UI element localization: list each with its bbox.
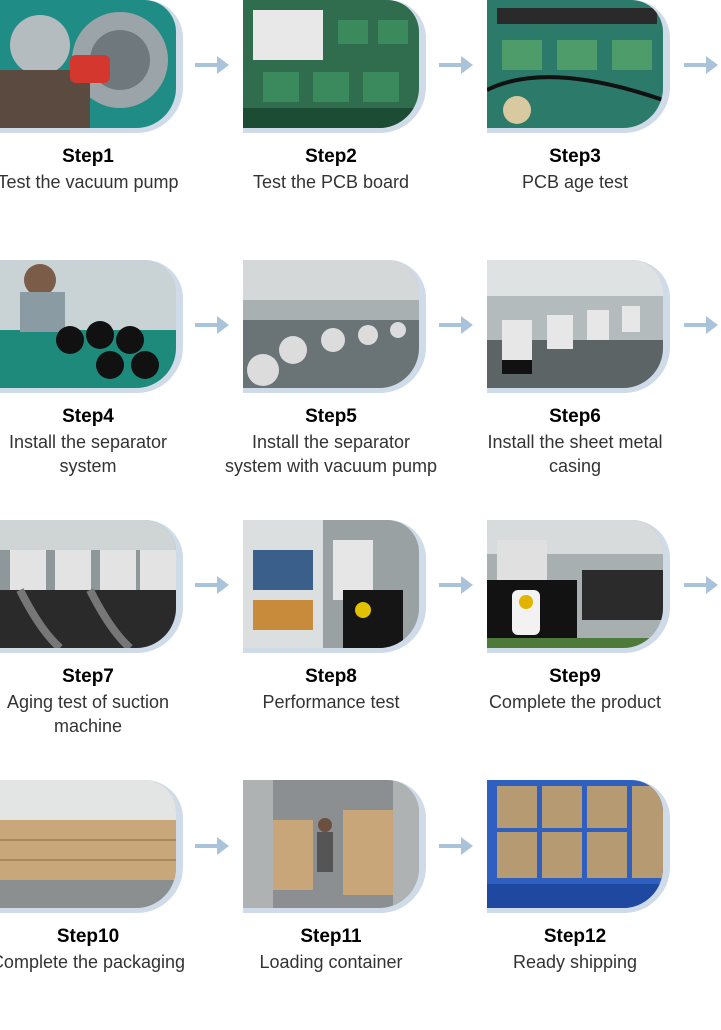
separator-vacuum-pump-photo [243,260,419,388]
step-card-3: Step3 PCB age test [487,0,721,250]
step-description: Test the PCB board [252,172,410,192]
step-description: Performance test [262,692,400,712]
step-description: Aging test of suction machine [6,692,170,736]
arrow-right-icon [439,56,473,74]
step-card-6: Step6 Install the sheet metal casing [487,260,721,510]
step-card-1: Step1 Test the vacuum pump [0,0,240,250]
pcb-age-test-photo [487,0,663,128]
sheet-metal-casing-photo [487,260,663,388]
step-card-7: Step7 Aging test of suction machine [0,520,240,770]
step-title: Step11 [300,926,362,947]
step-description: Install the separator system [8,432,168,476]
loading-container-photo [243,780,419,908]
step-description: Install the separator system with vacuum… [224,432,438,476]
step-description: Complete the packaging [0,952,186,972]
ready-shipping-photo [487,780,663,908]
packaging-photo [0,780,176,908]
step-description: Ready shipping [512,952,638,972]
arrow-right-icon [195,837,229,855]
pcb-board-test-photo [243,0,419,128]
aging-test-photo [0,520,176,648]
step-title: Step1 [62,146,114,167]
step-card-9: Step9 Complete the product [487,520,721,770]
performance-test-photo [243,520,419,648]
step-description: Complete the product [488,692,662,712]
step-card-8: Step8 Performance test [243,520,483,770]
step-title: Step3 [549,146,601,167]
step-card-5: Step5 Install the separator system with … [225,260,483,510]
step-title: Step8 [305,666,357,687]
step-card-11: Step11 Loading container [243,780,483,1030]
step-card-12: Step12 Ready shipping [487,780,721,1030]
arrow-right-icon [684,316,718,334]
arrow-right-icon [684,56,718,74]
arrow-right-icon [439,316,473,334]
separator-install-photo [0,260,176,388]
step-description: Loading container [259,952,403,972]
arrow-right-icon [439,576,473,594]
arrow-right-icon [439,837,473,855]
step-description: Test the vacuum pump [0,172,179,192]
step-card-10: Step10 Complete the packaging [0,780,240,1030]
arrow-right-icon [195,56,229,74]
arrow-right-icon [195,316,229,334]
step-description: Install the sheet metal casing [487,432,663,476]
vacuum-pump-test-photo [0,0,176,128]
complete-product-photo [487,520,663,648]
step-title: Step7 [62,666,114,687]
step-title: Step5 [305,406,357,427]
step-title: Step4 [62,406,114,427]
step-title: Step12 [543,926,607,947]
step-description: PCB age test [521,172,629,192]
step-title: Step9 [549,666,601,687]
step-title: Step6 [549,406,601,427]
step-card-4: Step4 Install the separator system [0,260,240,510]
step-title: Step2 [305,146,357,167]
arrow-right-icon [684,576,718,594]
step-card-2: Step2 Test the PCB board [243,0,483,250]
step-title: Step10 [56,926,120,947]
arrow-right-icon [195,576,229,594]
